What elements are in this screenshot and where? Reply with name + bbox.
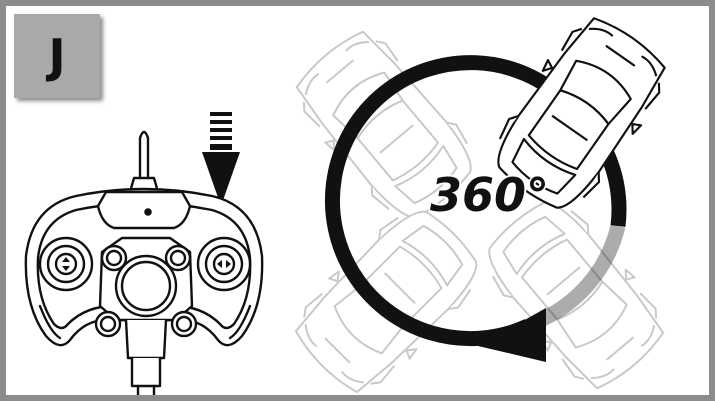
step-letter: J	[48, 29, 66, 83]
rotation-degrees-label: 360°	[430, 168, 550, 222]
car-icon-ghost-bottom-left	[281, 192, 496, 395]
press-down-arrow-icon	[202, 112, 240, 206]
rc-steering-wheel-controller-icon	[24, 130, 264, 395]
step-badge: J	[14, 14, 100, 98]
illustration	[24, 6, 681, 395]
